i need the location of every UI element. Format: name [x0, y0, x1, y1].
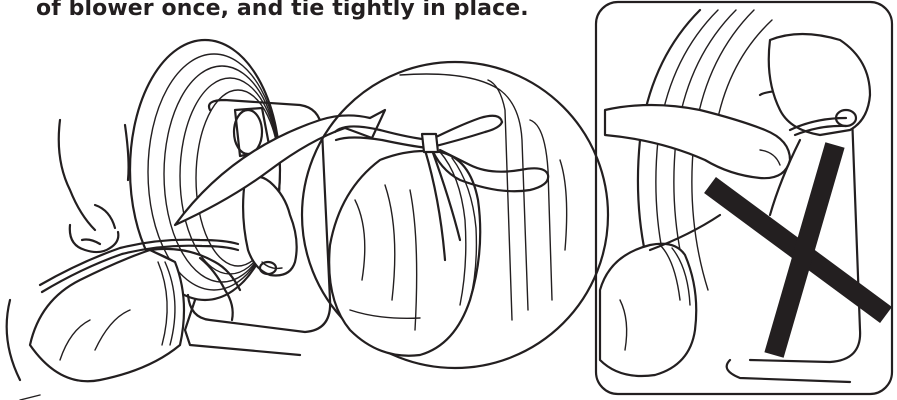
blower-bag-sleeve-icon — [7, 250, 184, 400]
knot-detail-callout — [302, 62, 608, 368]
incorrect-method-panel — [596, 2, 892, 394]
left-hand-icon — [59, 120, 129, 252]
right-hand-icon — [243, 176, 297, 275]
correct-tying-illustration — [7, 40, 385, 400]
